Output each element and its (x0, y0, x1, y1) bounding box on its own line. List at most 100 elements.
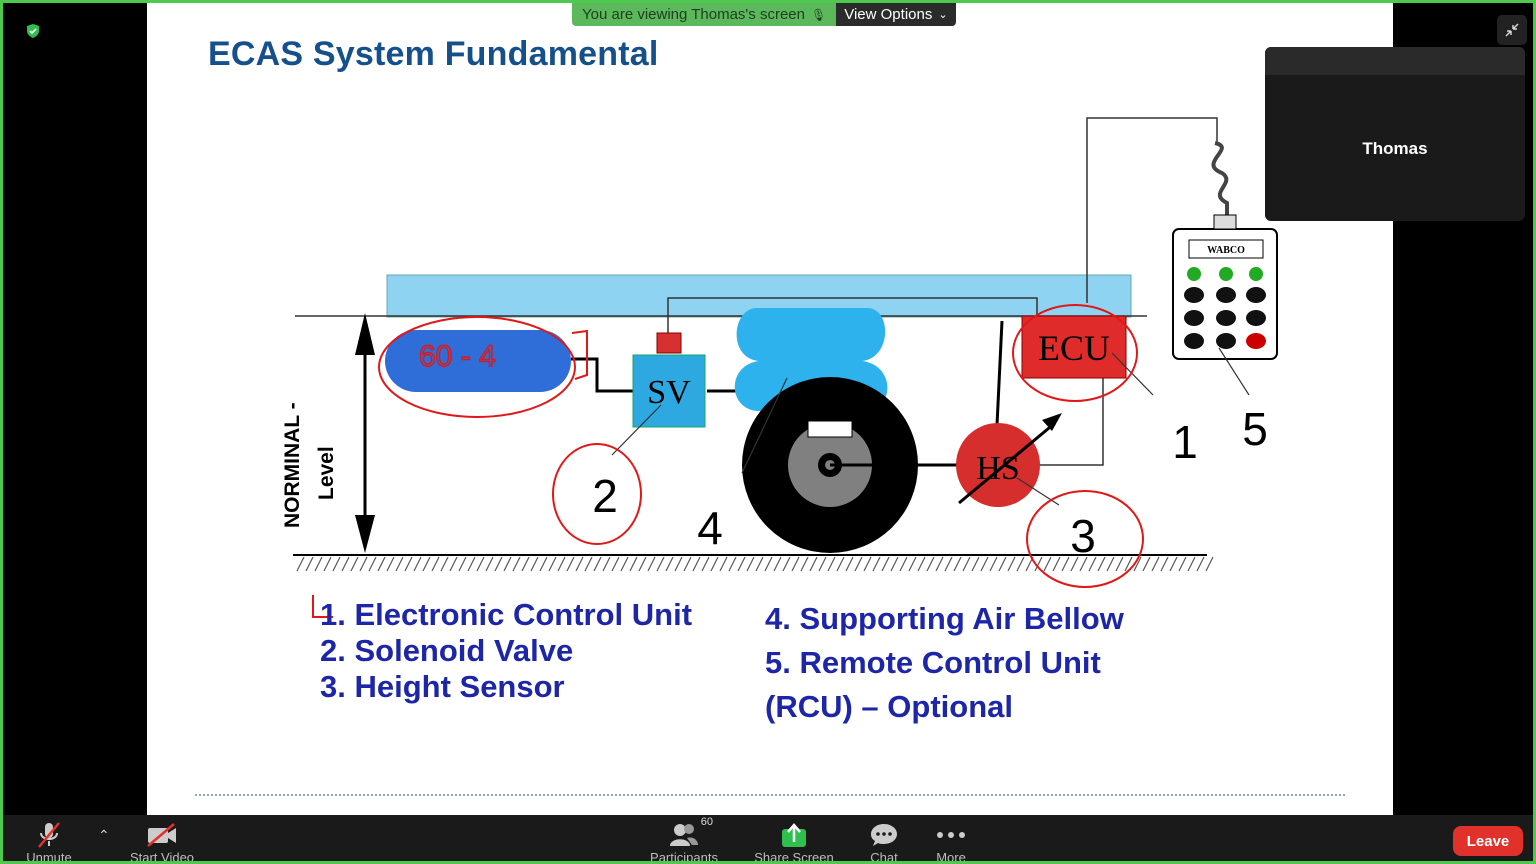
ground-hatch-mark (1052, 556, 1061, 572)
ground-hatch-mark (1088, 556, 1097, 572)
start-video-button[interactable]: Start Video (127, 815, 197, 864)
unmute-button[interactable]: Unmute (21, 815, 77, 861)
pointer-5 (1218, 347, 1250, 396)
legend-left: 1. Electronic Control Unit 2. Solenoid V… (320, 597, 692, 705)
ground-hatch-mark (503, 556, 512, 572)
ground-hatch-mark (431, 556, 440, 572)
leave-button[interactable]: Leave (1453, 826, 1523, 856)
pipe-tank-sv (571, 357, 633, 393)
start-video-label: Start Video (129, 850, 195, 864)
ground-hatch-mark (800, 556, 809, 572)
ground-hatch-mark (962, 556, 971, 572)
ground-hatch-mark (926, 556, 935, 572)
wire-ecu-sv (667, 297, 1038, 333)
solenoid-coil (656, 332, 682, 354)
label-4: 4 (697, 502, 723, 554)
axle-block (807, 420, 853, 438)
rcu-connector (1213, 214, 1237, 230)
participants-button[interactable]: 60 Participants (646, 815, 722, 861)
chat-button[interactable]: Chat (863, 815, 905, 861)
ground-hatch-mark (611, 556, 620, 572)
ground-hatch-mark (899, 556, 908, 572)
ground-hatch-mark (953, 556, 962, 572)
ground-hatch-mark (1187, 556, 1196, 572)
view-options-label: View Options (844, 6, 933, 23)
ground-hatch-mark (1079, 556, 1088, 572)
ground-hatch-mark (359, 556, 368, 572)
ground-hatch-mark (512, 556, 521, 572)
participants-icon (670, 824, 698, 846)
red-annotations (312, 304, 1144, 618)
ground-hatch-mark (575, 556, 584, 572)
ground-hatch-mark (836, 556, 845, 572)
ground-hatch-mark (314, 556, 323, 572)
legend-item-ecu: 1. Electronic Control Unit (320, 597, 693, 632)
nominal-label: NORMINAL - (281, 402, 304, 528)
slide-footer-divider (195, 794, 1345, 796)
ground-hatch-mark (746, 556, 755, 572)
legend-item-sv: 2. Solenoid Valve (320, 633, 574, 668)
participants-count: 60 (700, 816, 713, 828)
ground-hatch-mark (1007, 556, 1016, 572)
encryption-shield-icon[interactable] (25, 23, 41, 39)
ground-hatch-mark (818, 556, 827, 572)
screen-share-banner: You are viewing Thomas's screen 🎙 View O… (572, 3, 956, 26)
hs-rod (995, 320, 1004, 426)
air-tank (385, 330, 571, 392)
ground-hatch-mark (845, 556, 854, 572)
ground-hatch-mark (863, 556, 872, 572)
ground-hatch-mark (1097, 556, 1106, 572)
ground-hatch-mark (449, 556, 458, 572)
label-1: 1 (1172, 416, 1198, 468)
share-screen-label: Share Screen (754, 850, 834, 864)
ground-hatch-mark (998, 556, 1007, 572)
ground-hatch-mark (881, 556, 890, 572)
thumbnail-header[interactable] (1265, 47, 1525, 75)
legend-item-rcu: 5. Remote Control Unit (765, 645, 1101, 680)
label-5: 5 (1242, 403, 1268, 455)
participant-video-thumbnail[interactable]: Thomas (1265, 47, 1525, 221)
ground-hatch-mark (1061, 556, 1070, 572)
slide-title: ECAS System Fundamental (208, 35, 659, 73)
ground-hatch (296, 556, 1214, 572)
ground-hatch-mark (890, 556, 899, 572)
tank-annotation: 60 - 4 (419, 340, 496, 373)
ground-hatch-mark (638, 556, 647, 572)
more-button[interactable]: More (931, 815, 971, 861)
ground-hatch-mark (386, 556, 395, 572)
ground-hatch-mark (782, 556, 791, 572)
mic-muted-icon (38, 822, 60, 848)
ground-hatch-mark (350, 556, 359, 572)
exit-fullscreen-button[interactable] (1497, 15, 1527, 45)
height-sensor (956, 423, 1040, 507)
rcu-keypad (1184, 267, 1266, 349)
viewing-text: You are viewing Thomas's screen (582, 6, 805, 23)
ground-hatch-mark (620, 556, 629, 572)
ground-hatch-mark (755, 556, 764, 572)
ground-hatch-mark (665, 556, 674, 572)
ground-hatch-mark (908, 556, 917, 572)
ground-hatch-mark (1160, 556, 1169, 572)
share-screen-button[interactable]: Share Screen (753, 815, 835, 864)
ground-hatch-mark (1070, 556, 1079, 572)
ground-hatch-mark (1115, 556, 1124, 572)
video-off-icon (147, 823, 176, 847)
ground-hatch-mark (1133, 556, 1142, 572)
pointer-2 (611, 404, 662, 456)
view-options-button[interactable]: View Options ⌄ (836, 3, 956, 26)
ground-hatch-mark (989, 556, 998, 572)
ground-hatch-mark (341, 556, 350, 572)
ground-hatch-mark (827, 556, 836, 572)
ground-hatch-mark (791, 556, 800, 572)
ground-hatch-mark (467, 556, 476, 572)
rcu-cable (1211, 141, 1229, 215)
pointer-1 (1111, 352, 1154, 396)
audio-options-chevron-icon[interactable]: ⌃ (98, 827, 110, 843)
ground-hatch-mark (1196, 556, 1205, 572)
ground-hatch-mark (710, 556, 719, 572)
ground-hatch-mark (548, 556, 557, 572)
legend-item-bellow: 4. Supporting Air Bellow (765, 601, 1124, 636)
solenoid-valve-box (632, 354, 706, 428)
ground-hatch-mark (764, 556, 773, 572)
